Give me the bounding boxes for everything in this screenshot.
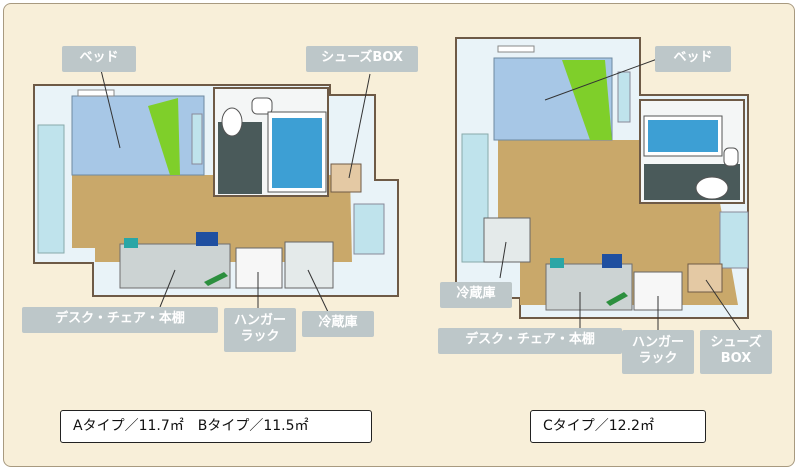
plan-a-chair bbox=[124, 238, 138, 248]
plan-a-leader-bed bbox=[99, 65, 121, 149]
plan-a-fridge bbox=[284, 241, 334, 289]
plan-a-toilet bbox=[221, 107, 243, 137]
plan-a-room bbox=[33, 65, 399, 313]
plan-a-label-hanger-line1: ハンガー bbox=[233, 313, 286, 328]
plan-c-sink bbox=[723, 147, 739, 167]
plan-a-bed bbox=[71, 95, 205, 176]
plan-a-bookshelf bbox=[196, 232, 218, 246]
plan-a-left-window bbox=[37, 124, 65, 254]
plan-c-label-shoes-line2: BOX bbox=[720, 351, 752, 366]
plan-c-toilet bbox=[695, 176, 729, 200]
plan-a-bed-headboard bbox=[77, 89, 115, 97]
plan-c-leader-fridge bbox=[499, 241, 507, 279]
plan-a-closet bbox=[191, 113, 203, 165]
plan-a-entrance-door bbox=[353, 203, 385, 255]
plan-c-label-fridge: 冷蔵庫 bbox=[440, 282, 512, 308]
plan-c-leader-shoes bbox=[705, 279, 741, 331]
plan-c-shoes-box bbox=[687, 263, 723, 293]
plan-c-bathtub-water bbox=[648, 120, 718, 152]
plan-a-toilet-floor bbox=[218, 122, 262, 194]
plan-a-label-hanger-rack: ハンガー ラック bbox=[224, 308, 296, 352]
plan-a-label-desk: デスク・チェア・本棚 bbox=[22, 307, 218, 333]
plan-c-label-shoes-line1: シューズ bbox=[710, 335, 762, 350]
plan-a-bed-accent bbox=[148, 98, 180, 175]
plan-c-room bbox=[455, 37, 749, 331]
plan-a-leader-shoes bbox=[348, 73, 371, 179]
plan-c-caption: Cタイプ／12.2㎡ bbox=[530, 410, 706, 443]
plan-c-label-hanger-rack: ハンガー ラック bbox=[622, 330, 694, 374]
plan-c-bookshelf bbox=[602, 254, 622, 268]
plan-c-label-bed: ベッド bbox=[655, 46, 731, 72]
plan-c-label-desk: デスク・チェア・本棚 bbox=[438, 328, 622, 354]
plan-a-label-fridge: 冷蔵庫 bbox=[302, 311, 374, 337]
plan-c-closet bbox=[617, 71, 631, 123]
plan-a-leader-desk bbox=[159, 269, 176, 308]
plan-a-label-shoes-box: シューズBOX bbox=[306, 46, 418, 72]
plan-a-hanger-rack bbox=[235, 247, 283, 289]
plan-a-bathtub-water bbox=[272, 118, 322, 188]
plan-a-label-bed: ベッド bbox=[62, 46, 136, 72]
plan-c-bed-headboard bbox=[497, 45, 535, 53]
plan-c-fridge bbox=[483, 217, 531, 263]
plan-c-desk-lamp bbox=[606, 292, 628, 306]
plan-a-shoes-box bbox=[330, 163, 362, 193]
plan-a-sink bbox=[251, 97, 273, 115]
plan-c-entrance-door bbox=[719, 211, 749, 269]
plan-c-label-hanger-line1: ハンガー bbox=[631, 335, 684, 350]
plan-c-desk bbox=[545, 263, 633, 311]
plan-c-leader-bed bbox=[544, 57, 661, 101]
plan-c-label-shoes-box: シューズ BOX bbox=[700, 330, 772, 374]
plan-c-chair bbox=[550, 258, 564, 268]
plan-a-caption: Aタイプ／11.7㎡ Bタイプ／11.5㎡ bbox=[60, 410, 372, 443]
plan-a-desk-lamp bbox=[204, 272, 228, 286]
plan-a-label-hanger-line2: ラック bbox=[240, 329, 280, 344]
plan-a-leader-fridge bbox=[307, 269, 329, 313]
plan-c-label-hanger-line2: ラック bbox=[638, 351, 678, 366]
